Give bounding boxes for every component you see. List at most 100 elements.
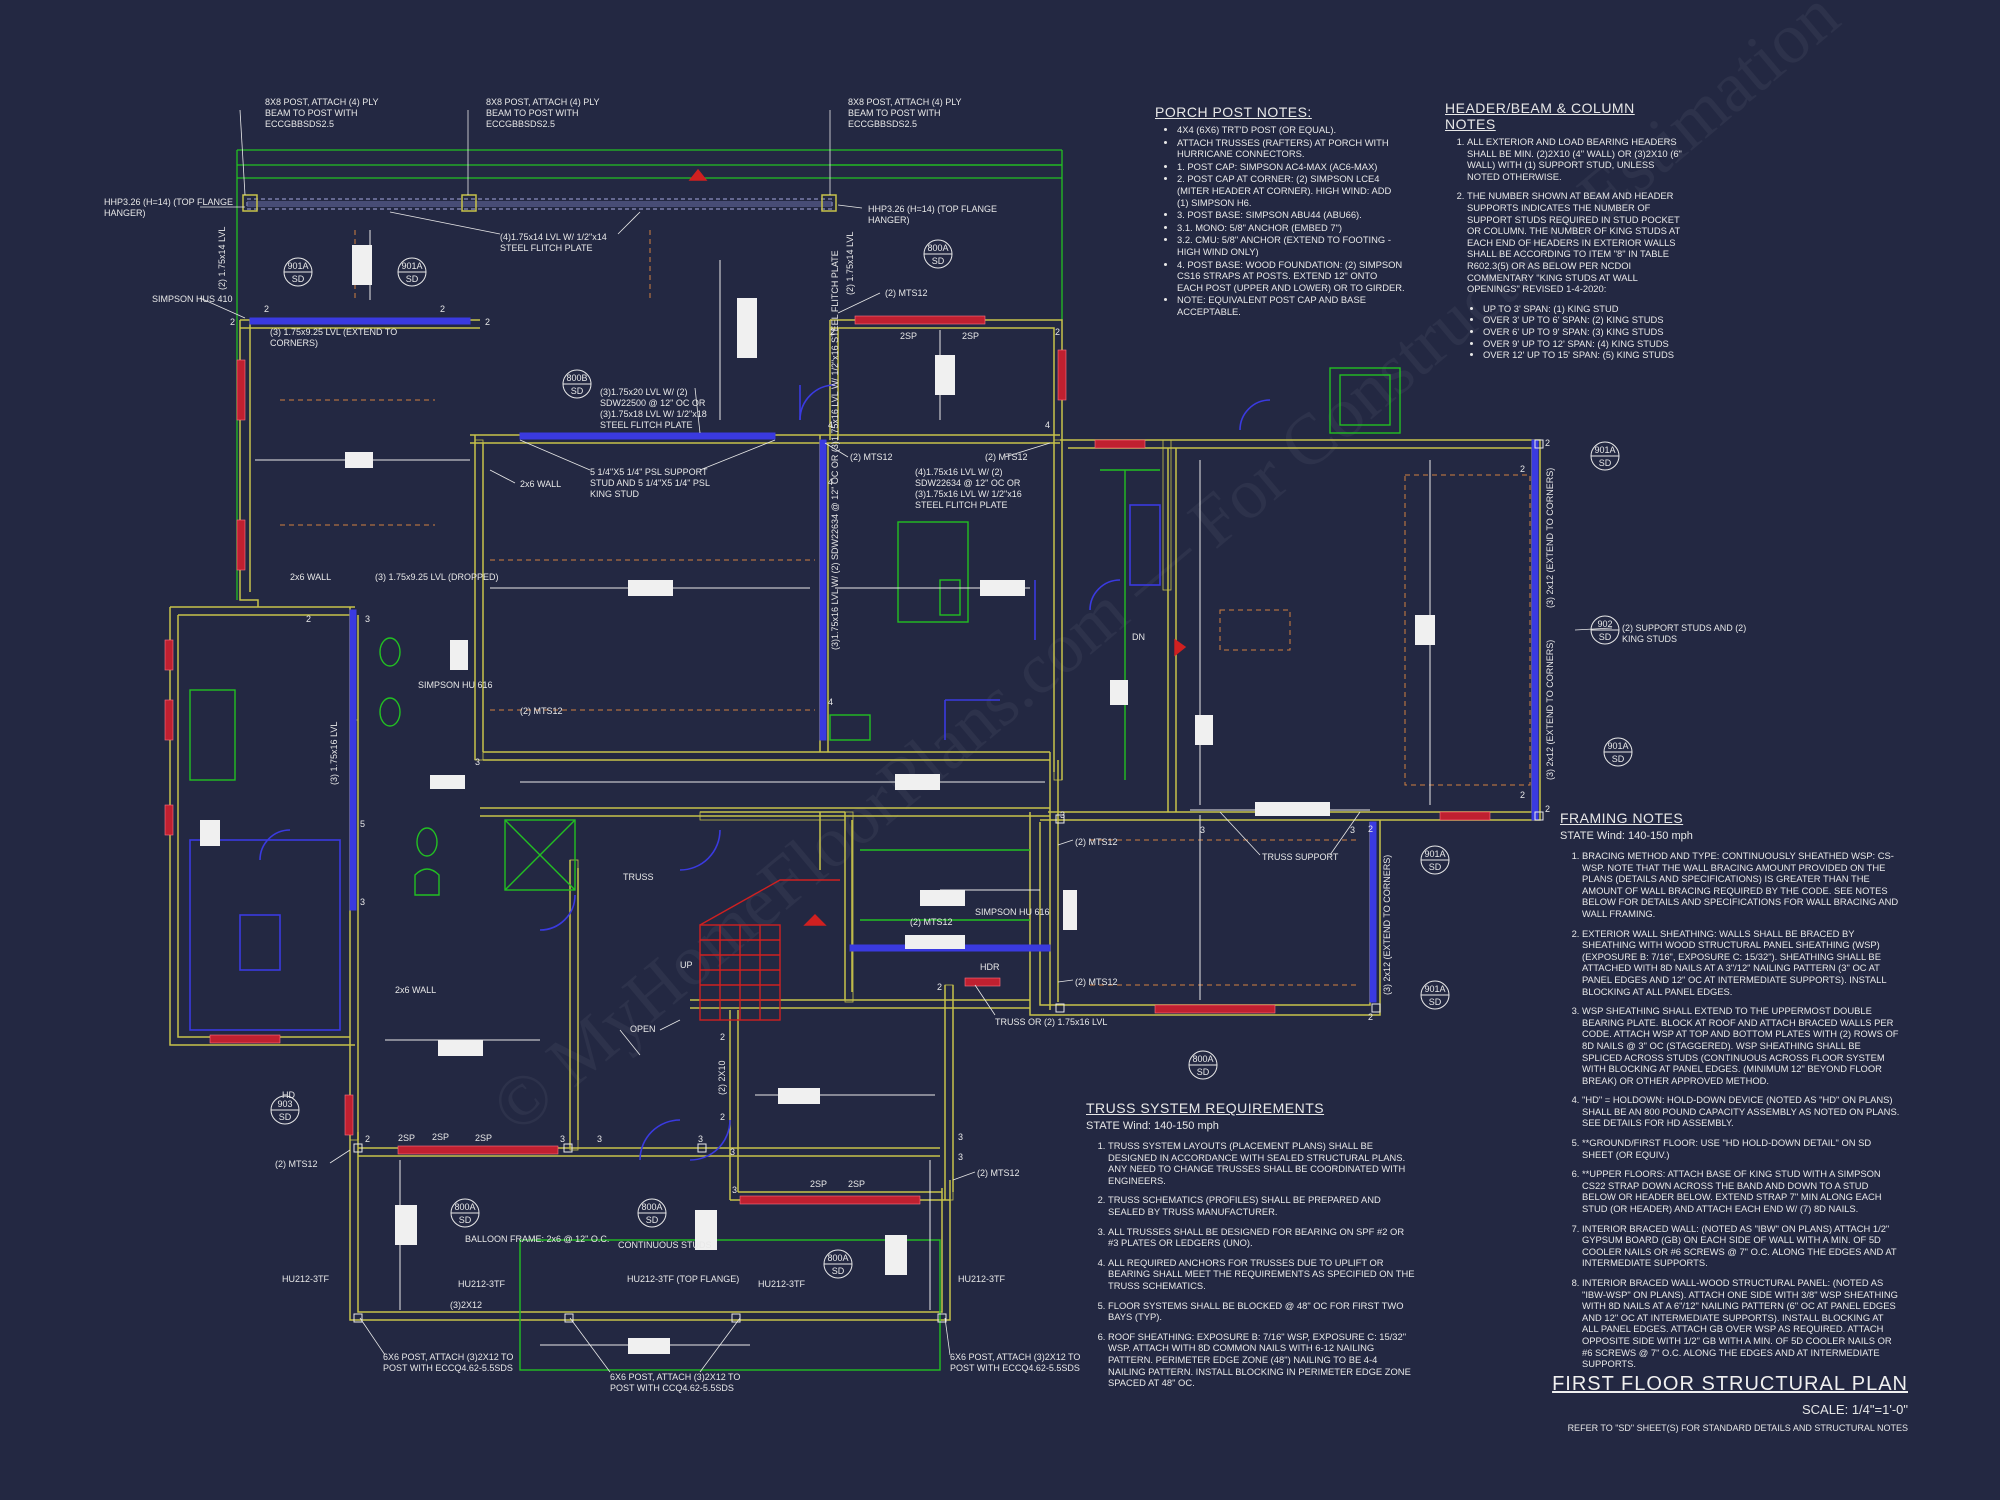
porch-note-item: NOTE: EQUIVALENT POST CAP AND BASE ACCEP… [1177, 294, 1405, 317]
porch-note-item: 4. POST BASE: WOOD FOUNDATION: (2) SIMPS… [1177, 259, 1405, 294]
svg-text:2: 2 [1368, 1012, 1373, 1022]
mts12-label-5: (2) MTS12 [910, 917, 953, 927]
svg-text:2: 2 [1520, 790, 1525, 800]
framing-notes-title: FRAMING NOTES [1560, 810, 1684, 826]
open-label: OPEN [630, 1024, 656, 1034]
svg-text:2: 2 [485, 317, 490, 327]
detail-tag-sheet: SD [1429, 862, 1442, 872]
blue-beams [249, 317, 1539, 1003]
framing-note-item: INTERIOR BRACED WALL-WOOD STRUCTURAL PAN… [1582, 1277, 1900, 1370]
framing-note-item: BRACING METHOD AND TYPE: CONTINUOUSLY SH… [1582, 850, 1900, 920]
truss-note-item: ROOF SHEATHING: EXPOSURE B: 7/16" WSP, E… [1108, 1331, 1416, 1389]
posts [353, 439, 1544, 1323]
sheet-title: FIRST FLOOR STRUCTURAL PLAN [1552, 1373, 1908, 1395]
svg-text:2SP: 2SP [398, 1133, 415, 1143]
detail-tag-number: 901A [287, 261, 308, 271]
svg-text:3: 3 [360, 897, 365, 907]
detail-tag-sheet: SD [1599, 458, 1612, 468]
porch-note-item: 1. POST CAP: SIMPSON AC4-MAX (AC6-MAX) [1177, 161, 1405, 173]
simpson-hu-label: SIMPSON HU 616 [418, 680, 493, 690]
framing-note-item: **UPPER FLOORS: ATTACH BASE OF KING STUD… [1582, 1168, 1900, 1214]
svg-text:2: 2 [1055, 327, 1060, 337]
detail-tag: 800A SD [823, 1249, 853, 1279]
svg-text:2SP: 2SP [475, 1133, 492, 1143]
detail-tag-number: 903 [277, 1099, 292, 1109]
truss-or-label: TRUSS OR (2) 1.75x16 LVL [995, 1017, 1107, 1027]
hu212-label-3: HU212-3TF (TOP FLANGE) [627, 1274, 739, 1284]
detail-tag-number: 901A [1607, 741, 1628, 751]
svg-text:2SP: 2SP [900, 331, 917, 341]
mts12-label-2: (2) MTS12 [850, 452, 893, 462]
stair [688, 168, 1187, 1021]
detail-tag-sheet: SD [1429, 997, 1442, 1007]
leader-lines [199, 109, 1613, 1373]
detail-tag-number: 800A [454, 1202, 475, 1212]
framing-notes-list: BRACING METHOD AND TYPE: CONTINUOUSLY SH… [1560, 850, 1900, 1370]
truss-notes: TRUSS SYSTEM REQUIREMENTS STATE Wind: 14… [1086, 1100, 1416, 1397]
porch-note-item: 4X4 (6X6) TRT'D POST (OR EQUAL). [1177, 124, 1405, 136]
svg-text:2: 2 [264, 304, 269, 314]
porch-note-item: 3.1. MONO: 5/8" ANCHOR (EMBED 7") [1177, 222, 1405, 234]
truss-note-item: TRUSS SYSTEM LAYOUTS (PLACEMENT PLANS) S… [1108, 1140, 1416, 1186]
lvl-2x12-label-3: (3) 2x12 (EXTEND TO CORNERS) [1382, 855, 1392, 995]
detail-tag-sheet: SD [292, 274, 305, 284]
detail-tag-sheet: SD [832, 1266, 845, 1276]
x2-10-label: (2) 2X10 [717, 1060, 727, 1095]
truss-note-item: FLOOR SYSTEMS SHALL BE BLOCKED @ 48" OC … [1108, 1300, 1416, 1323]
detail-tag-sheet: SD [279, 1112, 292, 1122]
porch-note-item: 3. POST BASE: SIMPSON ABU44 (ABU66). [1177, 209, 1405, 221]
svg-text:2SP: 2SP [962, 331, 979, 341]
truss-support-label: TRUSS SUPPORT [1262, 852, 1339, 862]
svg-text:5: 5 [360, 819, 365, 829]
header-notes-list: ALL EXTERIOR AND LOAD BEARING HEADERS SH… [1445, 136, 1685, 295]
truss-note-item: ALL TRUSSES SHALL BE DESIGNED FOR BEARIN… [1108, 1226, 1416, 1249]
mts12-label-4: (2) MTS12 [520, 706, 563, 716]
svg-text:2SP: 2SP [810, 1179, 827, 1189]
support-numbers: 2 2 2 2 2 2 2SP 2SP 4 4 4 4 2 3 3 5 3 3 … [230, 304, 1550, 1195]
truss-notes-list: TRUSS SYSTEM LAYOUTS (PLACEMENT PLANS) S… [1086, 1140, 1416, 1389]
truss-note-item: TRUSS SCHEMATICS (PROFILES) SHALL BE PRE… [1108, 1194, 1416, 1217]
truss-notes-subtitle: STATE Wind: 140-150 mph [1086, 1120, 1219, 1132]
hu212-label-1: HU212-3TF [282, 1274, 330, 1284]
lvl-2x12-label-2: (3) 2x12 (EXTEND TO CORNERS) [1545, 640, 1555, 780]
sheet-scale: SCALE: 1/4"=1'-0" [1801, 1402, 1908, 1417]
hu212-label-4: HU212-3TF [758, 1279, 806, 1289]
joist-regions [280, 230, 1531, 986]
detail-tag-number: 901A [401, 261, 422, 271]
svg-text:4: 4 [1045, 420, 1050, 430]
detail-tag-number: 800A [1192, 1054, 1213, 1064]
hu212-label-5: HU212-3TF [958, 1274, 1006, 1284]
top-porch-beam [242, 194, 837, 212]
beam-markers [200, 245, 1435, 1354]
king-stud-item: UP TO 3' SPAN: (1) KING STUD [1483, 303, 1685, 315]
svg-text:2: 2 [720, 1032, 725, 1042]
detail-tag-number: 901A [1424, 849, 1445, 859]
detail-tag-sheet: SD [646, 1215, 659, 1225]
svg-text:3: 3 [1350, 825, 1355, 835]
header-notes-title: HEADER/BEAM & COLUMN NOTES [1445, 100, 1635, 132]
king-stud-item: OVER 6' UP TO 9' SPAN: (3) KING STUDS [1483, 326, 1685, 338]
lvl-1-75x16-label: (3) 1.75x16 LVL [329, 722, 339, 785]
detail-tag-number: 800A [827, 1253, 848, 1263]
dn-label: DN [1132, 632, 1145, 642]
detail-tag-number: 902 [1597, 619, 1612, 629]
detail-tag: 901A SD [283, 257, 313, 287]
porch-note-item: ATTACH TRUSSES (RAFTERS) AT PORCH WITH H… [1177, 137, 1405, 160]
mts12-label-8: (2) MTS12 [275, 1159, 318, 1169]
hdr-label: HDR [980, 962, 1000, 972]
support-studs-label: (2) SUPPORT STUDS AND (2)KING STUDS [1622, 623, 1746, 644]
